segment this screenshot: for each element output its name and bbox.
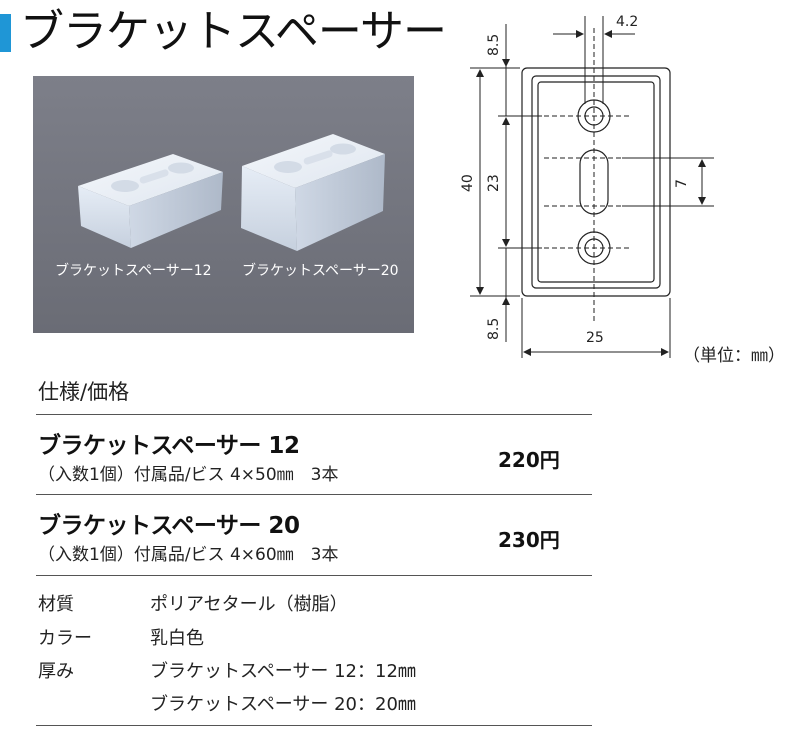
product-photo: ブラケットスペーサー12 ブラケットスペーサー20 bbox=[33, 76, 414, 333]
divider-lower bbox=[36, 575, 592, 576]
product-detail-12: （入数1個）付属品/ビス 4×50㎜ 3本 bbox=[38, 465, 339, 485]
color-value: 乳白色 bbox=[150, 628, 204, 649]
product-price-20: 230円 bbox=[498, 528, 560, 552]
product-name-12: ブラケットスペーサー 12 bbox=[38, 433, 300, 459]
dim-hole-label: 4.2 bbox=[616, 14, 638, 30]
dim-hole-pitch-label: 23 bbox=[486, 174, 502, 192]
page-title: ブラケットスペーサー bbox=[20, 6, 447, 57]
outer-outline bbox=[521, 67, 671, 297]
dimension-drawing: 4.2 8.5 40 23 8.5 7 25 bbox=[460, 14, 714, 358]
material-value: ポリアセタール（樹脂） bbox=[150, 594, 348, 615]
inner-outline-1 bbox=[531, 75, 661, 289]
dim-width-label: 25 bbox=[586, 330, 604, 346]
dim-height-label: 40 bbox=[460, 174, 476, 192]
divider-top bbox=[36, 414, 592, 415]
dim-slot-label: 7 bbox=[674, 179, 690, 188]
divider-middle bbox=[36, 494, 592, 495]
spec-section-title: 仕様/価格 bbox=[38, 380, 130, 404]
product-name-20: ブラケットスペーサー 20 bbox=[38, 513, 300, 539]
caption-spacer-12: ブラケットスペーサー12 bbox=[55, 263, 212, 279]
product-detail-20: （入数1個）付属品/ビス 4×60㎜ 3本 bbox=[38, 545, 339, 565]
spacer-illustration bbox=[33, 76, 414, 333]
dim-bottom-offset-label: 8.5 bbox=[486, 318, 502, 340]
spacer-20-block bbox=[241, 134, 385, 251]
unit-label: （単位：㎜） bbox=[683, 346, 785, 366]
dim-top-offset-label: 8.5 bbox=[486, 34, 502, 56]
thickness-label: 厚み bbox=[38, 661, 74, 682]
material-label: 材質 bbox=[38, 594, 74, 615]
product-price-12: 220円 bbox=[498, 448, 560, 472]
thickness-value-20: ブラケットスペーサー 20：20㎜ bbox=[150, 694, 416, 715]
divider-bottom bbox=[36, 725, 592, 726]
thickness-value-12: ブラケットスペーサー 12：12㎜ bbox=[150, 661, 416, 682]
title-accent-bar bbox=[0, 14, 11, 52]
spacer-12-block bbox=[78, 154, 223, 248]
caption-spacer-20: ブラケットスペーサー20 bbox=[242, 263, 399, 279]
inner-outline-2 bbox=[537, 81, 655, 283]
color-label: カラー bbox=[38, 628, 92, 649]
